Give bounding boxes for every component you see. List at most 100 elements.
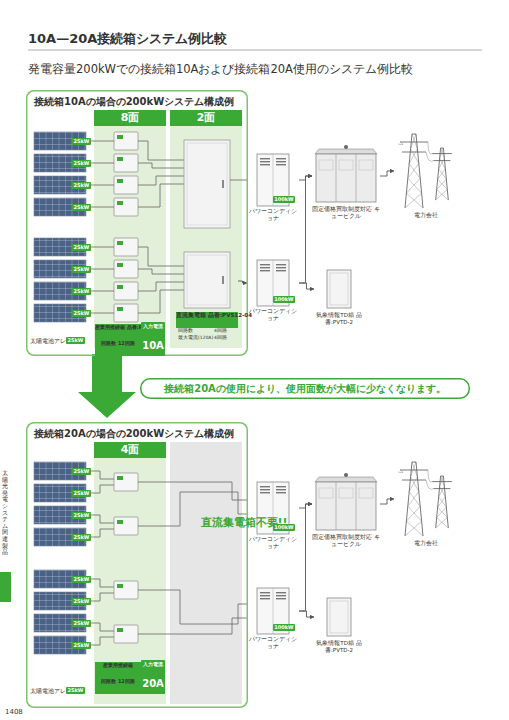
pcs-vent: [260, 489, 270, 490]
junction-box-mark: [117, 476, 123, 480]
pylon-leg: [405, 134, 423, 208]
junction-box-mark: [117, 241, 123, 245]
connector: [380, 171, 394, 176]
equipment-box: 固定価格買取制度対応 キュービクル: [312, 474, 380, 547]
cubicle-door: [356, 482, 357, 530]
collector-handle: [222, 180, 224, 188]
column-fill: [94, 442, 166, 704]
node-text: パワーコンディショナ: [247, 308, 299, 321]
cubicle-panel: [359, 488, 373, 498]
pcs-vent: [260, 492, 270, 493]
current-badge: 入力電流20A: [141, 660, 165, 694]
capacity-badge: 25kW: [72, 310, 91, 317]
node-text: 産業用接続箱: [95, 662, 141, 678]
cubicle-door: [336, 482, 337, 530]
cubicle-panel: [339, 488, 353, 498]
junction-box-mark: [117, 135, 123, 139]
pylon-brace: [405, 134, 423, 208]
cubicle-emblem: [344, 145, 348, 149]
pylon-arm: [400, 470, 428, 480]
system-panel: 接続箱20Aの場合の200kWシステム構成例4面産業用接続箱回路数 12回路入力…: [26, 422, 248, 708]
page-number: 1408: [5, 708, 23, 716]
wire: [138, 482, 247, 500]
pcs-vent: [260, 270, 270, 271]
junction-box: [114, 517, 138, 535]
pcs-vent: [276, 598, 286, 599]
cubicle-panel: [319, 160, 333, 170]
wire: [138, 269, 184, 274]
power-line: [398, 142, 434, 161]
capacity-badge: 25kW: [72, 576, 91, 583]
pylon-leg: [436, 148, 449, 200]
junction-box: [114, 304, 138, 322]
connector: [380, 499, 394, 504]
page-title: 10A—20A接続箱システム例比較: [28, 30, 227, 48]
table-cell: 最大電流(120A): [178, 335, 213, 340]
pylon-brace: [436, 476, 449, 528]
capacity-badge: 25kW: [72, 204, 91, 211]
junction-box-mark: [117, 285, 123, 289]
side-tab: [0, 572, 11, 602]
pcs-vent: [276, 270, 286, 271]
junction-box: [114, 154, 138, 172]
pcs-vent: [276, 267, 286, 268]
pcs-vent: [260, 486, 270, 487]
junction-box: [114, 132, 138, 150]
capacity-badge: 25kW: [72, 288, 91, 295]
column-fill: [94, 110, 166, 348]
pcs-vent: [276, 164, 286, 165]
connector: [299, 176, 312, 283]
subtitle: 発電容量200kWでの接続箱10Aおよび接続箱20A使用のシステム例比較: [28, 62, 413, 77]
wire: [138, 163, 184, 168]
pylon-arm: [432, 154, 452, 161]
node-text: 気象情報TD箱 品番:PVTD-2: [314, 640, 364, 653]
connector: [299, 611, 314, 617]
node-text: 接続箱10Aの場合の200kWシステム構成例: [34, 95, 240, 109]
capacity-badge: 25kW: [72, 182, 91, 189]
wire: [138, 492, 247, 526]
table-cell: 4回路: [214, 335, 227, 340]
node-text: 産業用接続箱 品番:PVH-12V: [95, 324, 141, 340]
callout-band: 接続箱20Aの使用により、使用面数が大幅に少なくなります。: [140, 378, 470, 399]
system-panel: 接続箱10Aの場合の200kWシステム構成例8面産業用接続箱 品番:PVH-12…: [26, 90, 248, 356]
pylon-leg: [436, 476, 449, 528]
capacity-badge: 25kW: [66, 337, 85, 344]
td-door: [330, 273, 348, 305]
junction-box: [114, 260, 138, 278]
wire: [138, 590, 247, 624]
pylon-brace: [436, 148, 449, 200]
capacity-badge: 25kW: [72, 138, 91, 145]
pcs-vent: [276, 161, 286, 162]
cubicle-roof: [315, 149, 377, 154]
junction-box-mark: [117, 201, 123, 205]
cubicle-body: [316, 154, 376, 202]
pylon-arm: [432, 482, 452, 489]
pcs-vent: [276, 486, 286, 487]
capacity-badge: 25kW: [72, 160, 91, 167]
capacity-badge: 100kW: [273, 296, 295, 303]
junction-box-mark: [117, 628, 123, 632]
capacity-badge: 25kW: [72, 266, 91, 273]
junction-box-mark: [117, 520, 123, 524]
junction-box: [114, 581, 138, 599]
box-column: 8面産業用接続箱 品番:PVH-12V回路数 12回路入力電流10A: [94, 110, 166, 356]
equipment-box: 気象情報TD箱 品番:PVTD-2: [314, 266, 364, 325]
junction-box: [114, 473, 138, 491]
pcs-vent: [260, 595, 270, 596]
node-text: 入力電流: [141, 662, 165, 678]
product-label: 産業用接続箱 品番:PVH-12V回路数 12回路: [95, 324, 141, 356]
capacity-badge: 100kW: [273, 624, 295, 631]
connector: [238, 281, 247, 283]
cubicle-roof: [315, 477, 377, 482]
pylon-leg: [405, 462, 423, 536]
column-fill: [170, 110, 242, 348]
connector: [299, 504, 312, 611]
pcs-vent: [276, 489, 286, 490]
pcs-vent: [260, 164, 270, 165]
capacity-badge: 25kW: [72, 468, 91, 475]
cubicle-body: [316, 482, 376, 530]
capacity-badge: 100kW: [273, 196, 295, 203]
pcs-vent: [260, 598, 270, 599]
capacity-badge: 25kW: [72, 598, 91, 605]
